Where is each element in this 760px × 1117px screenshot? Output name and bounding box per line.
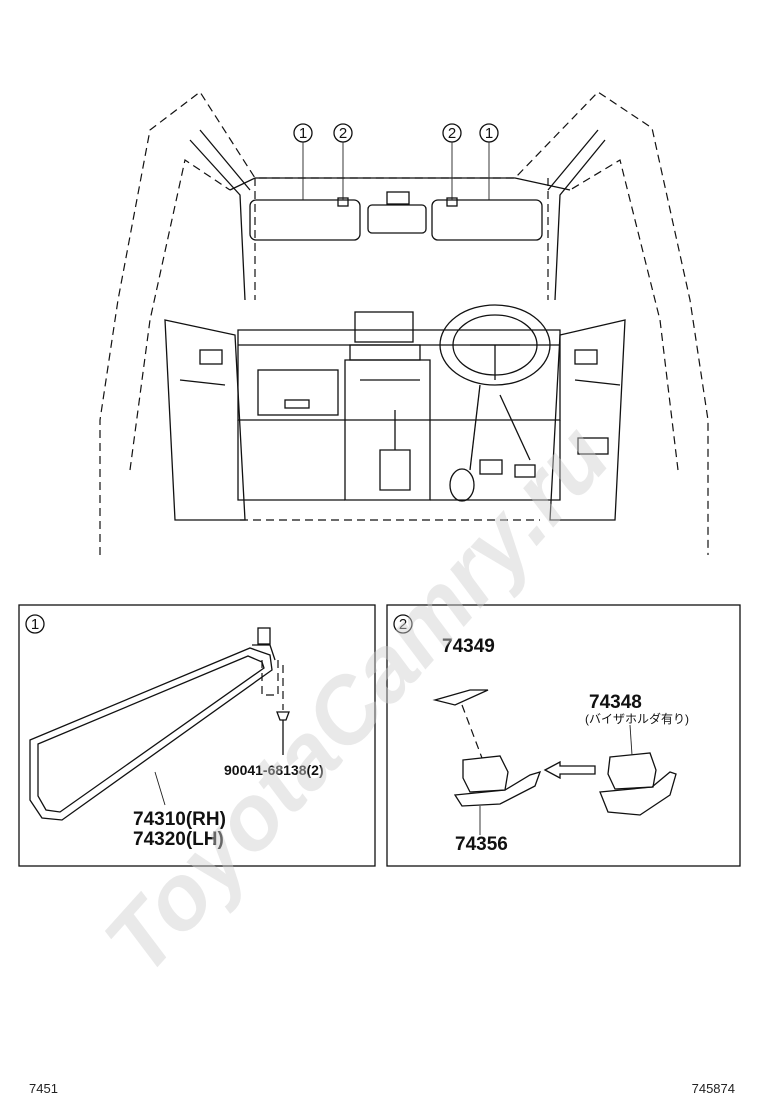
svg-text:2: 2 bbox=[448, 125, 456, 142]
holder-part-number: 74356 bbox=[455, 834, 508, 855]
panel-1-sun-visor: 1 90041-68138(2) 74310(RH) 74320(LH) bbox=[18, 604, 376, 867]
holder-alt-note: (バイザホルダ有り) bbox=[585, 711, 689, 726]
visor-lh-part-number: 74320(LH) bbox=[133, 829, 224, 850]
overview-callouts: 1 2 2 1 bbox=[293, 123, 499, 207]
holder-drawing bbox=[453, 755, 542, 835]
svg-text:2: 2 bbox=[339, 125, 347, 142]
replacement-arrow bbox=[543, 760, 596, 780]
footer-right-code: 745874 bbox=[692, 1081, 735, 1096]
svg-text:1: 1 bbox=[299, 125, 307, 142]
callout-1-right: 1 bbox=[479, 123, 499, 200]
callout-1-left: 1 bbox=[293, 123, 313, 200]
callout-2-left: 2 bbox=[333, 123, 353, 207]
panel-2-visor-holder: 2 74349 74348 (バイザホルダ有り) 74356 bbox=[386, 604, 741, 867]
panel-2-index: 2 bbox=[399, 616, 407, 633]
screw-part-number: 90041-68138(2) bbox=[224, 762, 324, 778]
callout-2-right: 2 bbox=[442, 123, 462, 207]
holder-alt-part-number: 74348 bbox=[589, 692, 642, 713]
visor-rh-part-number: 74310(RH) bbox=[133, 809, 226, 830]
cover-part-number: 74349 bbox=[442, 636, 495, 657]
vehicle-interior-illustration bbox=[99, 91, 709, 555]
svg-text:1: 1 bbox=[485, 125, 493, 142]
footer-left-code: 7451 bbox=[29, 1081, 58, 1096]
panel-1-index: 1 bbox=[31, 616, 39, 633]
holder-alt-drawing bbox=[599, 724, 677, 816]
watermark: ToyotaCamry.ru bbox=[85, 406, 628, 993]
sun-visor-drawing bbox=[29, 627, 290, 821]
holder-cover-drawing bbox=[432, 689, 489, 759]
